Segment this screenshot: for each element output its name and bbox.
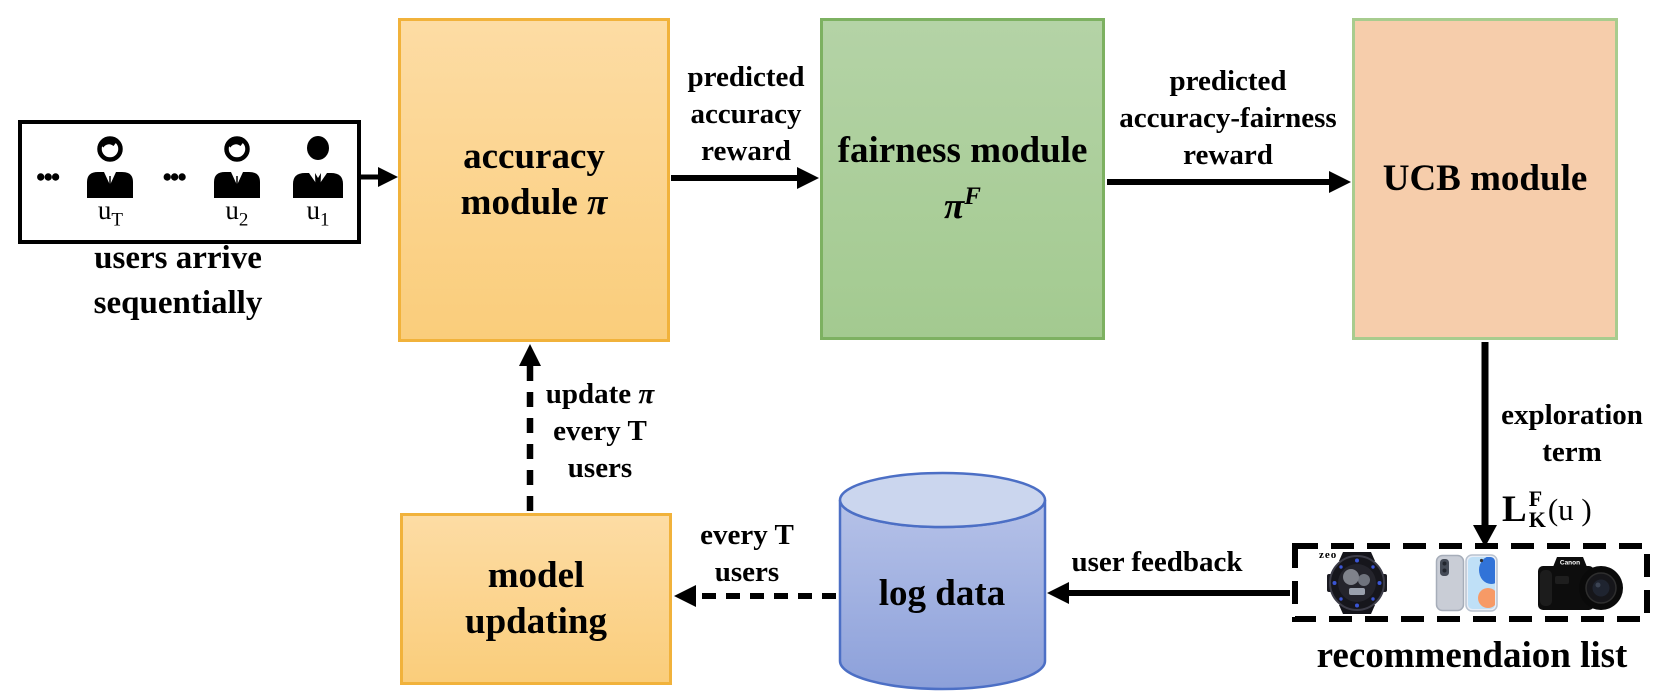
arrow-fairness-to-ucb: [1107, 171, 1351, 193]
user-u1: u1: [289, 136, 347, 234]
arrow-accuracy-to-fairness: [671, 167, 819, 189]
label-predicted-accuracy-reward: predicted accuracy reward: [687, 61, 805, 167]
fairness-module-box: fairness module πF: [820, 18, 1105, 340]
users-box: ••• uT ••• u2: [18, 120, 361, 244]
formula-superscript: F: [1528, 486, 1543, 511]
camera-brand-text: Canon: [1560, 559, 1580, 566]
camera-icon: Canon: [1538, 556, 1623, 610]
watch-icon: [1327, 551, 1387, 614]
ucb-module-box: UCB module: [1352, 18, 1618, 340]
arrow-log-to-model-dashed: [674, 585, 836, 607]
recommendation-list-caption: recommendaion list: [1316, 635, 1628, 676]
user-label: uT: [97, 195, 123, 231]
recommendation-list-box: zeo: [1295, 546, 1647, 619]
log-data-label: log data: [878, 573, 1006, 614]
user-label: u1: [306, 195, 330, 231]
user-u2: u2: [208, 136, 266, 234]
label-predicted-accuracy-fairness-reward: predicted accuracy-fairness reward: [1119, 65, 1337, 171]
ellipsis: •••: [162, 162, 186, 192]
arrow-model-to-accuracy-dashed: [519, 344, 541, 511]
arrow-recommendation-to-log: [1047, 582, 1290, 604]
arrow-ucb-to-recommendation: [1473, 342, 1497, 547]
user-outline-icon: [213, 136, 260, 198]
user-outline-icon: [87, 136, 134, 198]
model-updating-box: model updating: [400, 513, 672, 685]
ellipsis: •••: [36, 162, 60, 192]
user-label: u2: [225, 195, 249, 231]
label-update-pi-every-t-users: update π every T users: [545, 378, 655, 484]
phone-icon: [1435, 553, 1498, 612]
log-data-cylinder: [838, 471, 1047, 691]
formula-subscript: K: [1528, 506, 1546, 532]
label-exploration-term: exploration term: [1501, 399, 1643, 468]
label-every-t-users: every T users: [700, 519, 794, 588]
user-ut: uT: [81, 136, 139, 234]
user-filled-icon: [292, 136, 343, 198]
formula-lku: L F K (u ): [1502, 486, 1592, 532]
recommendation-dashed-border: [1292, 543, 1650, 622]
label-user-feedback: user feedback: [1071, 546, 1243, 578]
accuracy-module-box: accuracy module π: [398, 18, 670, 342]
watch-brand-text: zeo: [1319, 549, 1338, 561]
users-caption: users arrive sequentially: [93, 240, 263, 321]
